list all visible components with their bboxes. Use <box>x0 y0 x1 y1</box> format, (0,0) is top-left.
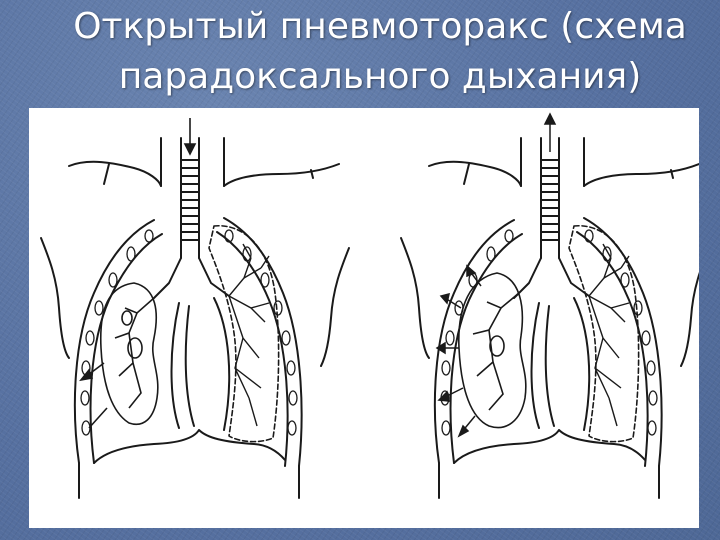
diagram-panel-right <box>400 112 699 499</box>
title-line-1: Открытый пневмоторакс (схема <box>73 6 687 47</box>
title-line-2: парадоксального дыхания) <box>118 56 642 97</box>
diagram-panel-left <box>40 118 350 499</box>
diagram-svg <box>40 112 699 499</box>
diagram-figure <box>29 108 699 528</box>
slide-title: Открытый пневмоторакс (схема парадоксаль… <box>60 2 700 102</box>
